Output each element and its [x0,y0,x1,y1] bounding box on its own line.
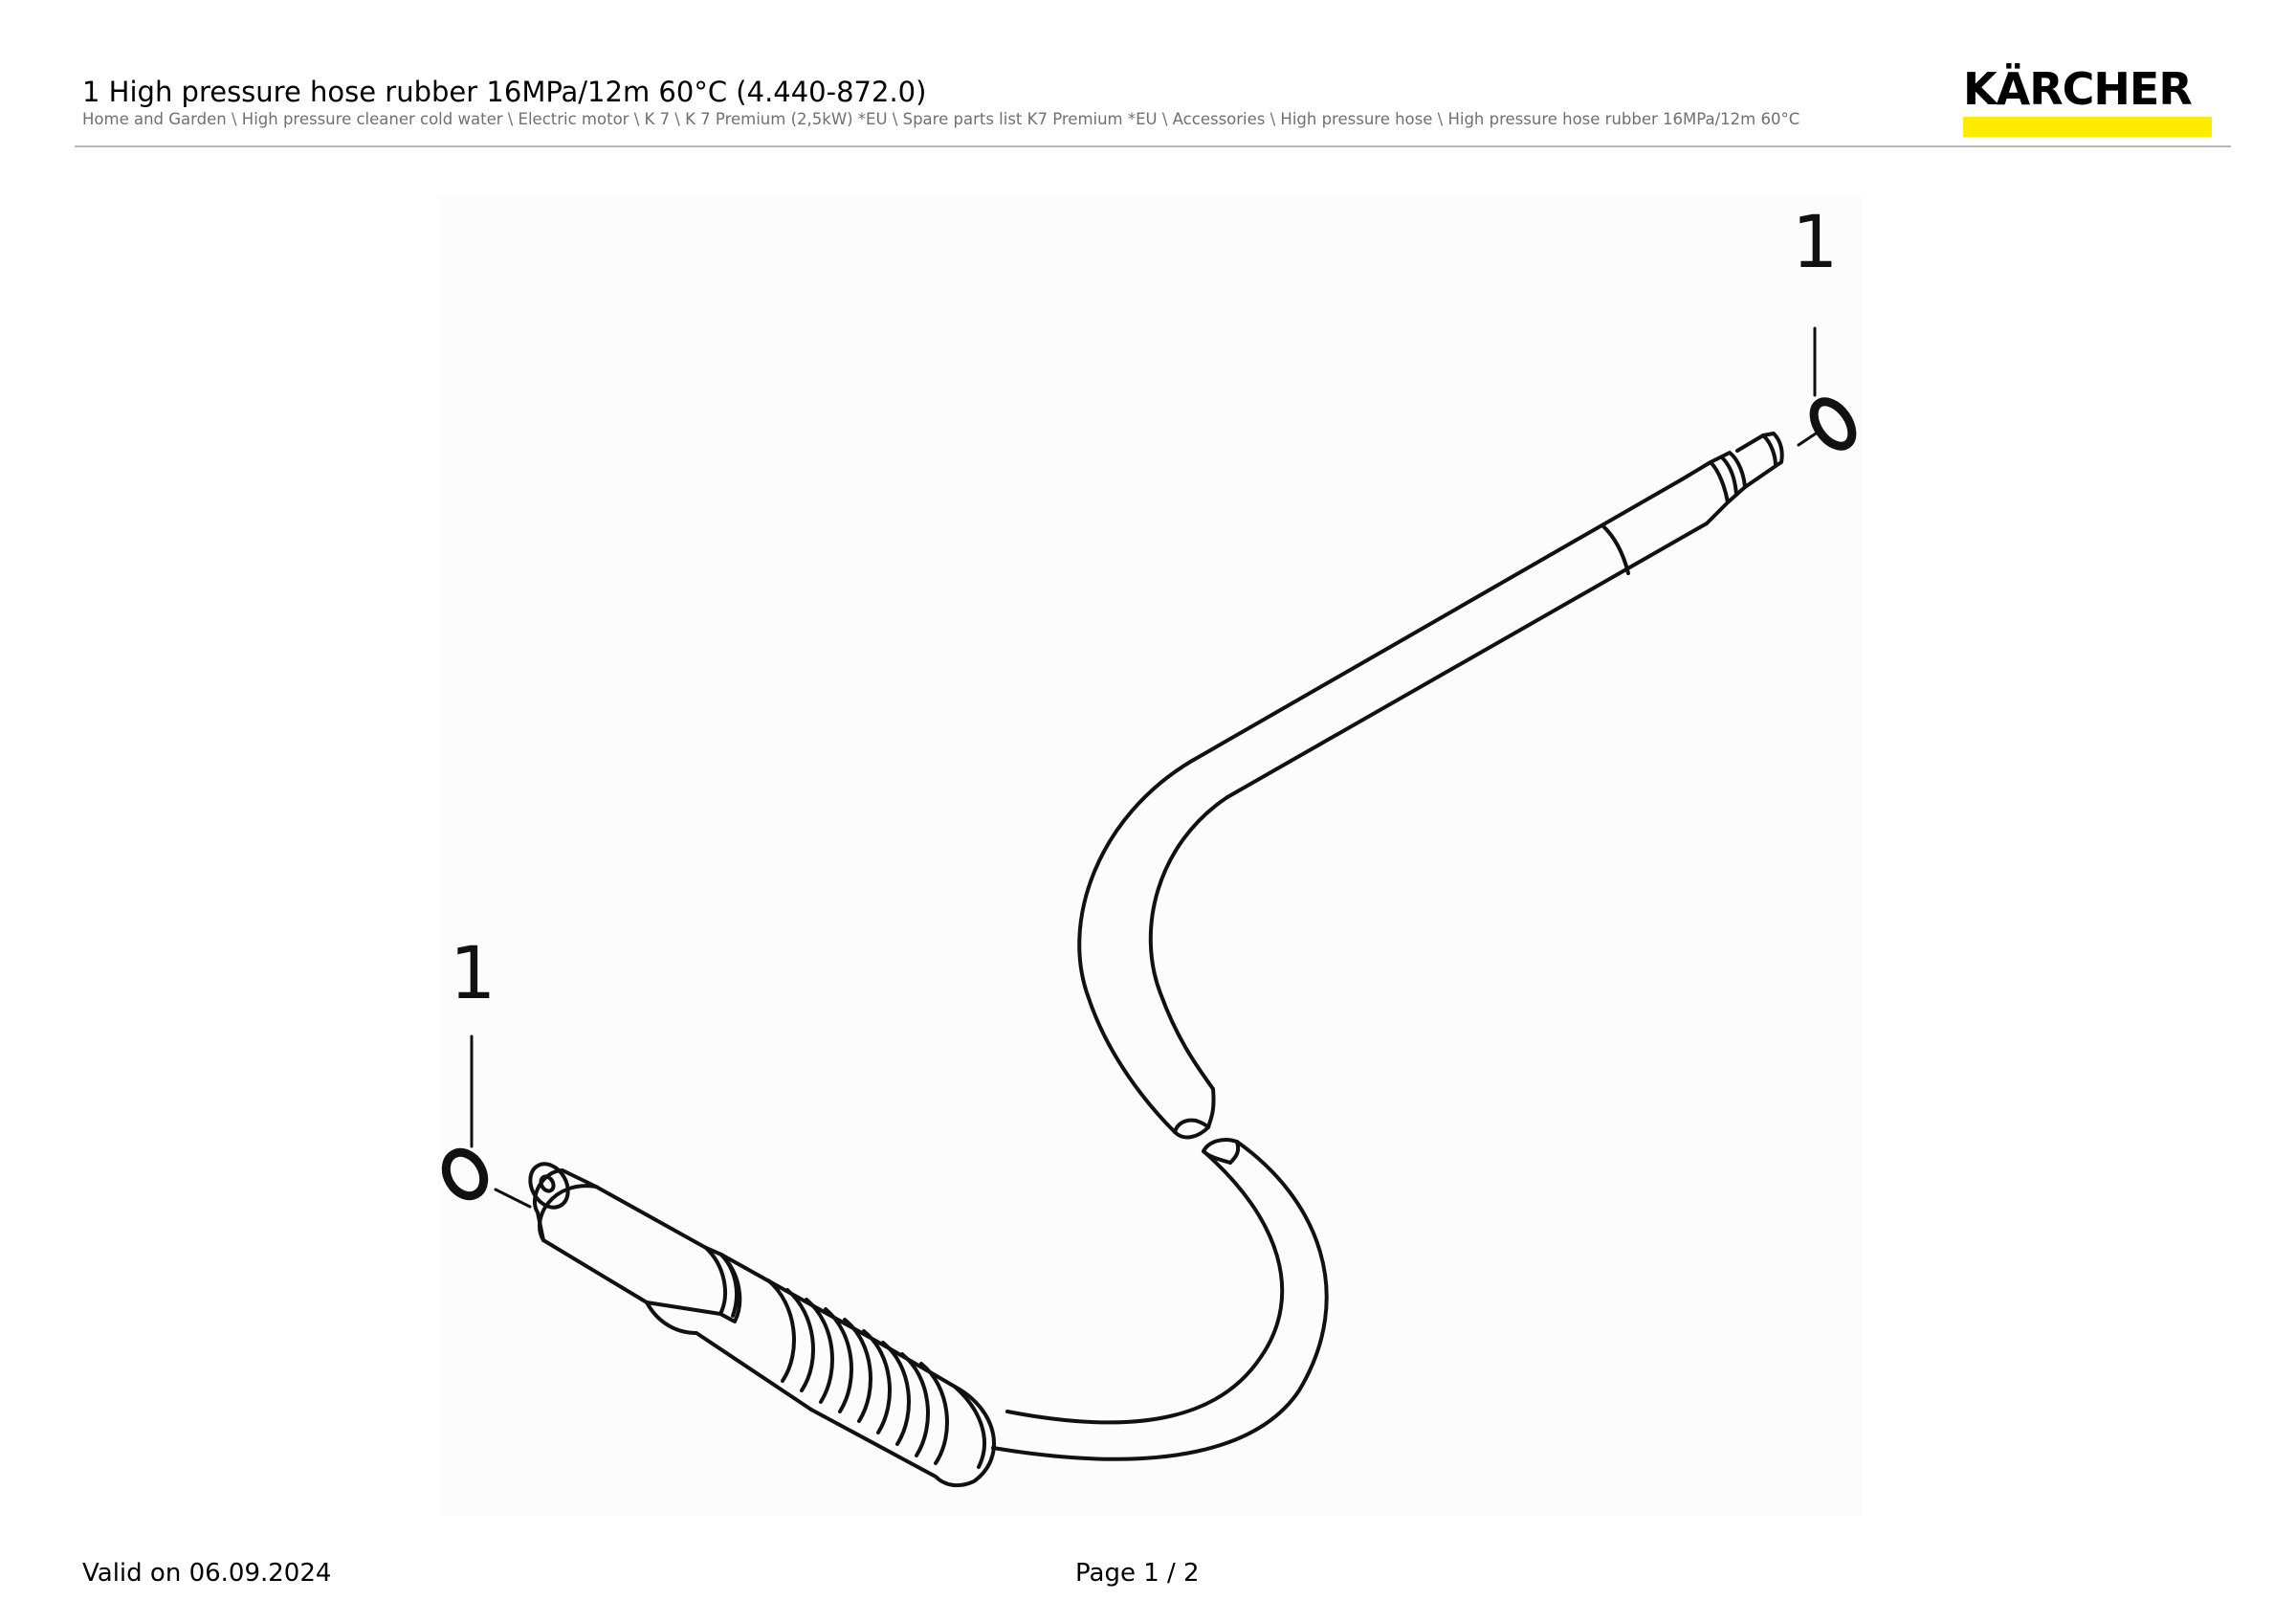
document-title: 1 High pressure hose rubber 16MPa/12m 60… [82,76,927,108]
hose-cut-end-upper [1173,1087,1216,1140]
grip-end [809,1345,996,1488]
hose-lower-curve-inner [1005,1149,1285,1425]
logo-wordmark: KÄRCHER [1963,63,2193,115]
lower-nipple-hole [539,1174,556,1193]
page-number: Page 1 / 2 [1075,1559,1200,1588]
grip-ribs [766,1278,949,1465]
sleeve-ring-upper [1601,523,1630,575]
valid-on-date: Valid on 06.09.2024 [82,1559,332,1588]
hose-upper-edge [1190,478,1684,763]
hose-illustration: 1 1 [441,199,1857,1488]
callout-upper: 1 [1792,199,1838,284]
grip-end-outline [953,1385,986,1469]
lower-collar-3 [719,1253,739,1318]
exploded-parts-drawing: 1 1 [438,194,1862,1517]
lower-o-ring-icon [441,1147,489,1201]
lower-nipple-face [528,1162,570,1210]
upper-fitting [1680,460,1730,525]
document-header: 1 High pressure hose rubber 16MPa/12m 60… [82,75,1900,130]
karcher-logo: KÄRCHER [1963,65,2214,137]
lower-collar-1 [645,1246,727,1316]
lower-fitting-body-bottom [541,1238,649,1304]
grip-bottom [645,1301,813,1412]
logo-yellow-bar [1963,117,2212,137]
callout-lower: 1 [450,930,496,1015]
hose-curve-inner [1148,795,1229,1091]
lower-fitting-body-top [594,1185,708,1250]
header-divider [75,145,2231,147]
upper-leader-connector [1797,432,1818,447]
hose-cut-end-upper-2 [1173,1118,1210,1134]
hose-lower-curve-outer [991,1140,1329,1461]
upper-fitting-collar-2 [1720,456,1738,497]
hose-lower-edge [1225,522,1709,799]
upper-nipple-tip [1761,432,1784,468]
grip-top [719,1253,888,1348]
lower-leader-connector [494,1188,532,1209]
hose-curve-outer [1077,759,1194,1134]
upper-o-ring-icon [1809,397,1857,451]
breadcrumb: Home and Garden \ High pressure cleaner … [82,110,1800,128]
